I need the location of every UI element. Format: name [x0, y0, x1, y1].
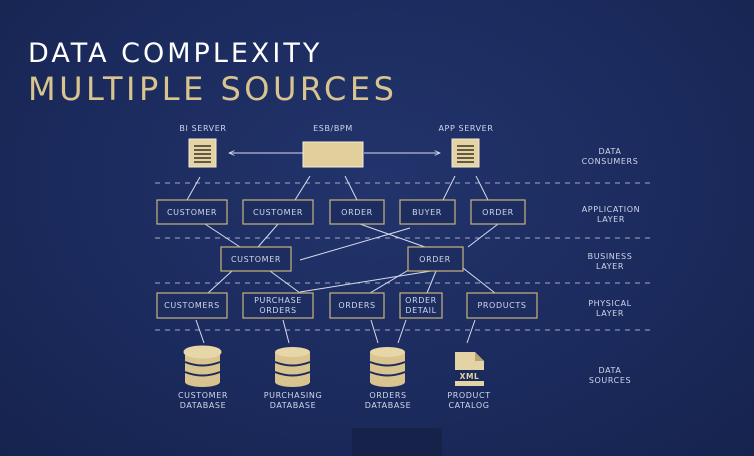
- app-server-label: APP SERVER: [438, 124, 493, 133]
- layer-label-business: LAYER: [596, 262, 624, 271]
- business-box-order[interactable]: [407, 246, 464, 272]
- connector-line: [426, 270, 437, 294]
- connector-line: [466, 319, 476, 344]
- layer-label-business: BUSINESS: [588, 252, 633, 261]
- connector-line: [462, 267, 496, 294]
- connector-line: [359, 223, 426, 248]
- app-box-customer-1[interactable]: [156, 199, 228, 225]
- connector-line: [344, 175, 358, 201]
- physical-box-label: PRODUCTS: [477, 301, 526, 310]
- layer-label-physical: LAYER: [596, 309, 624, 318]
- bi-server-label: BI SERVER: [179, 124, 226, 133]
- app-box-customer-2[interactable]: [242, 199, 314, 225]
- source-label: PRODUCT: [447, 391, 490, 400]
- connector-line: [257, 223, 279, 248]
- business-box-label: ORDER: [419, 255, 451, 264]
- source-label: CUSTOMER: [178, 391, 228, 400]
- source-label: PURCHASING: [264, 391, 323, 400]
- physical-box-label: ORDER: [405, 296, 437, 305]
- connector-line: [282, 319, 290, 344]
- source-label: CATALOG: [448, 401, 489, 410]
- app-box-buyer[interactable]: [399, 199, 456, 225]
- connector-line: [195, 319, 205, 344]
- physical-box-label: ORDERS: [259, 306, 296, 315]
- connector-line: [186, 176, 201, 201]
- app-box-label: CUSTOMER: [253, 208, 303, 217]
- layer-label-physical: PHYSICAL: [588, 299, 631, 308]
- layer-label-consumers: CONSUMERS: [582, 157, 639, 166]
- page-title: DATA COMPLEXITY: [28, 38, 323, 69]
- app-box-label: ORDER: [482, 208, 514, 217]
- xml-file-icon: [455, 352, 484, 386]
- physical-box-orders[interactable]: [329, 292, 385, 319]
- connector-line: [294, 175, 311, 201]
- app-server-icon: [451, 138, 480, 168]
- app-box-order-1[interactable]: [329, 199, 385, 225]
- connector-line: [269, 270, 301, 294]
- app-box-label: ORDER: [341, 208, 373, 217]
- connector-line: [207, 270, 233, 294]
- layer-label-application: LAYER: [597, 215, 625, 224]
- connector-line: [475, 175, 489, 201]
- app-box-order-2[interactable]: [470, 199, 526, 225]
- connector-line: [397, 319, 407, 344]
- source-label: ORDERS: [369, 391, 406, 400]
- physical-box-customers[interactable]: [156, 292, 228, 319]
- connector-line: [204, 223, 241, 248]
- layer-label-sources: SOURCES: [589, 376, 631, 385]
- physical-box-purchase-orders[interactable]: [242, 292, 314, 319]
- esb-icon: [302, 141, 364, 168]
- database-icon: [183, 345, 222, 387]
- bi-server-icon: [188, 138, 217, 168]
- database-icon: [274, 347, 311, 387]
- layer-label-consumers: DATA: [598, 147, 621, 156]
- source-label: DATABASE: [270, 401, 317, 410]
- physical-box-label: DETAIL: [405, 306, 436, 315]
- layer-label-application: APPLICATION: [582, 205, 641, 214]
- source-label: DATABASE: [365, 401, 412, 410]
- connector-line: [370, 319, 379, 344]
- connector-line: [369, 267, 413, 294]
- connector-line: [299, 267, 451, 293]
- physical-box-label: PURCHASE: [254, 296, 302, 305]
- physical-box-label: CUSTOMERS: [164, 301, 220, 310]
- page-subtitle: MULTIPLE SOURCES: [28, 70, 398, 108]
- esb-label: ESB/BPM: [313, 124, 353, 133]
- layer-label-sources: DATA: [598, 366, 621, 375]
- app-box-label: BUYER: [412, 208, 442, 217]
- physical-box-label: ORDERS: [338, 301, 375, 310]
- physical-box-products[interactable]: [466, 292, 538, 319]
- bottom-tab: [352, 428, 442, 456]
- business-box-customer[interactable]: [220, 246, 292, 272]
- database-icon: [369, 347, 406, 387]
- connector-line: [467, 223, 499, 248]
- app-box-label: CUSTOMER: [167, 208, 217, 217]
- xml-icon-text: XML: [460, 372, 480, 381]
- connector-line: [442, 175, 456, 201]
- physical-box-order-detail[interactable]: [399, 292, 443, 319]
- source-label: DATABASE: [180, 401, 227, 410]
- connector-line: [299, 227, 411, 261]
- business-box-label: CUSTOMER: [231, 255, 281, 264]
